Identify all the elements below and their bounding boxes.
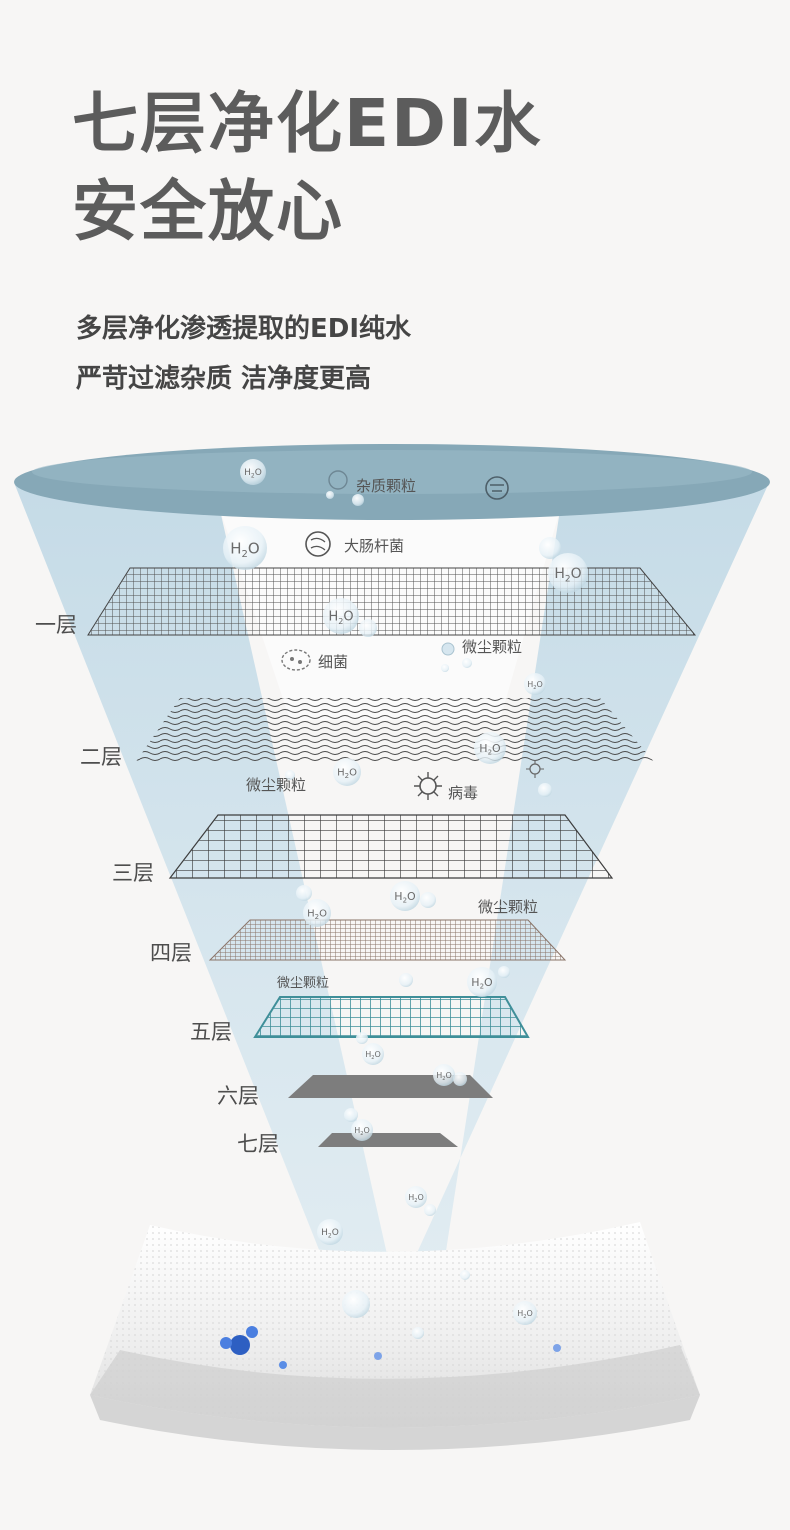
h2o-label: H2O xyxy=(337,768,357,781)
subtitle-line-1: 多层净化渗透提取的EDI纯水 xyxy=(76,314,412,344)
layer-label-4: 四层 xyxy=(150,941,192,965)
impurity-label-bacteria: 细菌 xyxy=(318,653,348,671)
h2o-bubble: H2O xyxy=(405,1186,427,1208)
layer-label-1: 一层 xyxy=(35,613,77,637)
layer-4-mesh xyxy=(208,919,567,961)
h2o-label: H2O xyxy=(436,1071,452,1082)
h2o-label: H2O xyxy=(517,1309,533,1320)
bubble-icon xyxy=(356,1032,368,1044)
layer-labels: 一层 二层 三层 四层 五层 六层 七层 xyxy=(35,613,279,1156)
layer-5-mesh xyxy=(253,996,530,1038)
h2o-bubble: H2O xyxy=(333,758,361,786)
bubble-icon xyxy=(412,1327,424,1339)
bubble-icon xyxy=(359,619,377,637)
impurity-label-particles: 杂质颗粒 xyxy=(356,477,416,495)
title-line-1: 七层净化EDI水 xyxy=(72,85,543,162)
bubble-icon xyxy=(460,1270,470,1280)
h2o-bubble: H2O xyxy=(513,1301,537,1325)
layer-label-3: 三层 xyxy=(112,861,154,885)
h2o-label: H2O xyxy=(354,1126,370,1137)
layer-label-5: 五层 xyxy=(190,1020,232,1044)
title-line-2: 安全放心 xyxy=(72,173,344,250)
layer-7-plate xyxy=(318,1133,458,1147)
bubble-icon xyxy=(352,494,364,506)
bubble-icon xyxy=(326,491,334,499)
layer-label-7: 七层 xyxy=(237,1132,279,1156)
layer-3-mesh xyxy=(168,814,614,879)
h2o-bubble: H2O xyxy=(323,598,359,634)
subtitle-line-2: 严苛过滤杂质 洁净度更高 xyxy=(76,364,372,394)
bubble-icon xyxy=(453,1072,467,1086)
layer-label-2: 二层 xyxy=(80,745,122,769)
h2o-bubble: H2O xyxy=(467,967,497,997)
impurity-label-ecoli: 大肠杆菌 xyxy=(344,537,404,555)
bubble-icon xyxy=(424,1204,436,1216)
bubble-icon xyxy=(285,770,295,780)
impurity-labels: 杂质颗粒 大肠杆菌 细菌 微尘颗粒 微尘颗粒 病毒 微尘颗粒 微尘颗 xyxy=(246,470,544,991)
h2o-label: H2O xyxy=(244,468,262,479)
bubble-icon xyxy=(399,973,413,987)
h2o-bubble: H2O xyxy=(390,881,420,911)
h2o-bubble: H2O xyxy=(223,526,267,570)
bubble-icon xyxy=(462,658,472,668)
bubble-icon xyxy=(342,1290,370,1318)
germ-icon xyxy=(281,649,311,671)
impurity-label-dust-1: 微尘颗粒 xyxy=(462,638,522,656)
h2o-label: H2O xyxy=(554,566,581,585)
h2o-bubble: H2O xyxy=(524,673,546,695)
bacteria-icon xyxy=(485,476,509,500)
small-virus-icon xyxy=(526,760,544,778)
tissue-illustration xyxy=(90,1222,700,1450)
bubble-icon xyxy=(344,1108,358,1122)
bubble-icon xyxy=(420,892,436,908)
ecoli-icon xyxy=(305,531,331,557)
h2o-label: H2O xyxy=(307,909,327,922)
h2o-label: H2O xyxy=(471,976,493,991)
h2o-bubble: H2O xyxy=(548,553,588,593)
h2o-label: H2O xyxy=(230,539,259,560)
h2o-bubble: H2O xyxy=(303,899,331,927)
impurity-label-dust-3: 微尘颗粒 xyxy=(478,898,538,916)
layer-2-mesh xyxy=(135,698,655,763)
bubble-icon xyxy=(498,966,510,978)
impurity-label-dust-2: 微尘颗粒 xyxy=(246,776,306,794)
virus-icon xyxy=(414,772,442,800)
impurity-label-dust-4: 微尘颗粒 xyxy=(277,976,329,991)
impurity-label-virus: 病毒 xyxy=(448,784,478,802)
h2o-label: H2O xyxy=(321,1228,339,1239)
dust-icon xyxy=(441,642,455,656)
particle-icon xyxy=(328,470,348,490)
h2o-label: H2O xyxy=(365,1050,381,1061)
water-molecule-bubbles: H2O H2O H2O H2O H2O H2O H2O H2O H2O H2O H2O H2O H2O H… xyxy=(223,459,588,1339)
bubble-icon xyxy=(441,664,449,672)
page-title: 七层净化EDI水 安全放心 xyxy=(72,80,542,256)
h2o-bubble: H2O xyxy=(362,1043,384,1065)
h2o-label: H2O xyxy=(328,610,353,626)
layer-1-mesh xyxy=(87,567,697,636)
h2o-label: H2O xyxy=(479,742,501,757)
bubble-icon xyxy=(296,885,312,901)
h2o-label: H2O xyxy=(408,1193,424,1204)
h2o-bubble: H2O xyxy=(474,732,506,764)
h2o-bubble: H2O xyxy=(240,459,266,485)
bubble-icon xyxy=(539,537,561,559)
h2o-bubble: H2O xyxy=(317,1219,343,1245)
bubble-icon xyxy=(538,783,552,797)
h2o-bubble: H2O xyxy=(433,1064,455,1086)
blue-molecule-icon xyxy=(220,1326,561,1369)
h2o-bubble: H2O xyxy=(351,1119,373,1141)
h2o-label: H2O xyxy=(527,680,543,691)
h2o-label: H2O xyxy=(394,890,416,905)
subtitle: 多层净化渗透提取的EDI纯水 严苛过滤杂质 洁净度更高 xyxy=(76,304,411,404)
layer-label-6: 六层 xyxy=(217,1084,259,1108)
